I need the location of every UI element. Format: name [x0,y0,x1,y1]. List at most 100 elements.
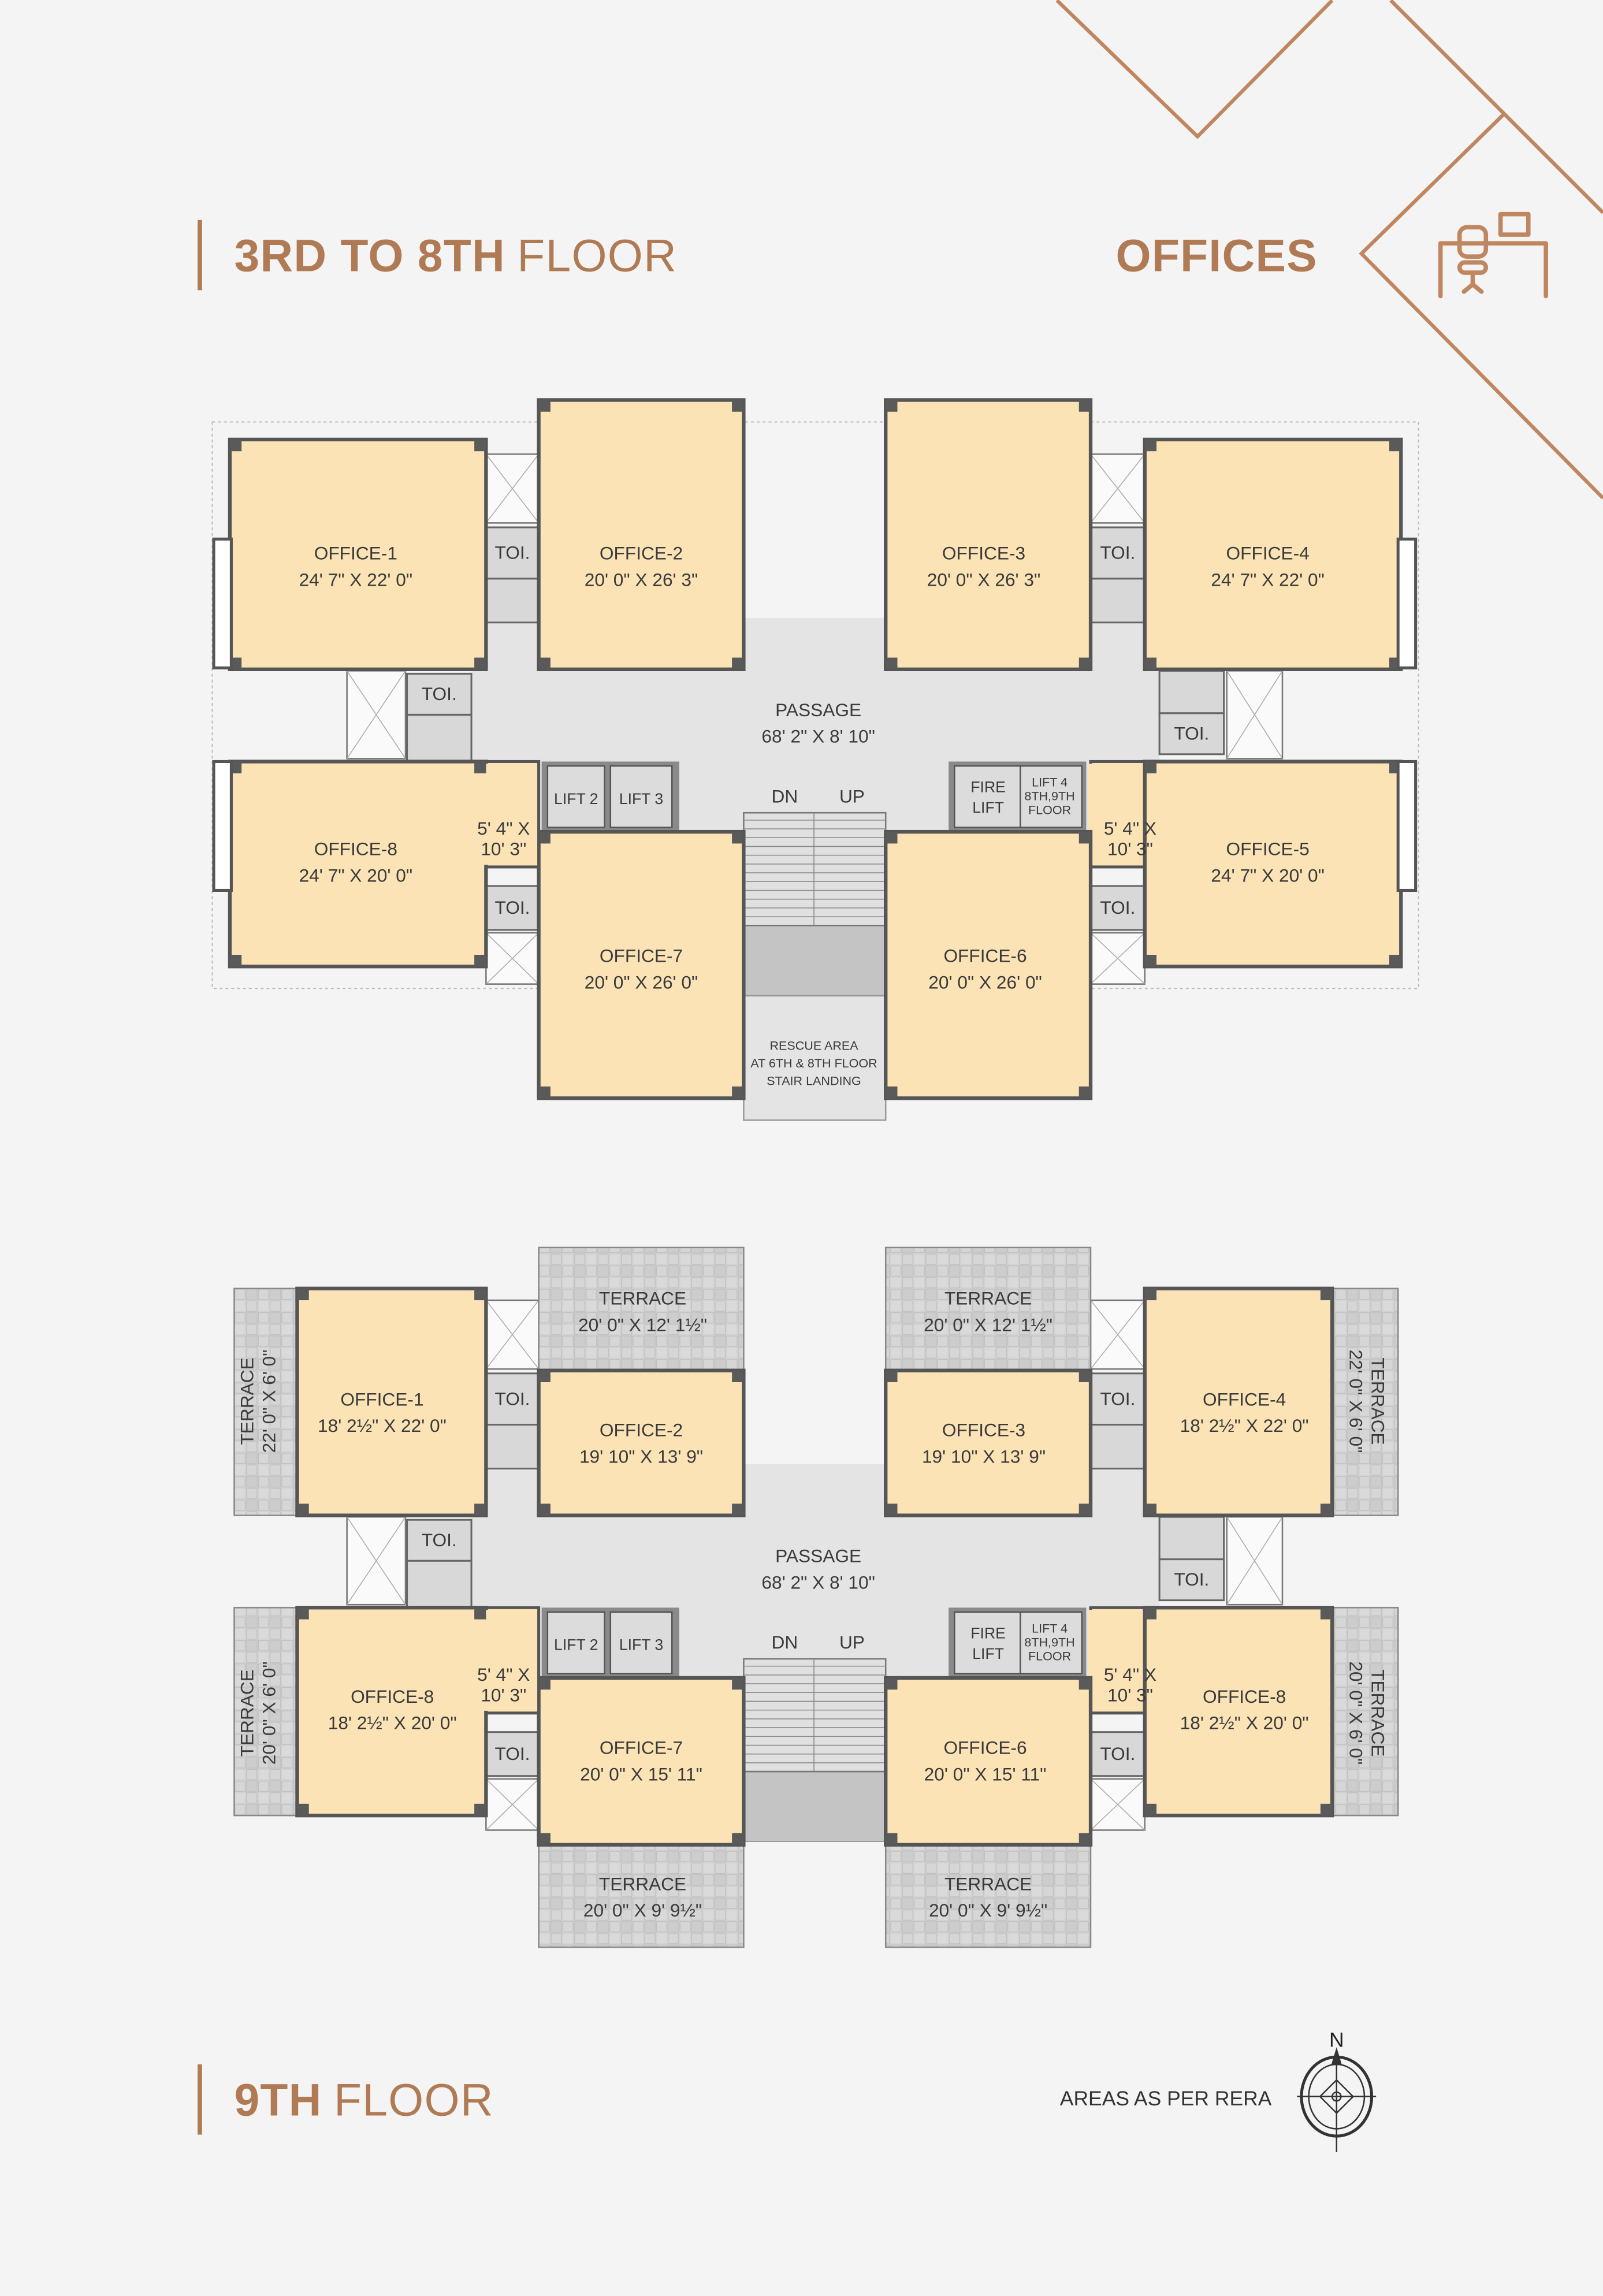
column [1078,400,1091,412]
lift-3 [609,765,673,828]
window [1396,760,1418,892]
terrace-size: 22' 0" X 6' 0" [1346,1349,1367,1453]
column [538,1370,551,1382]
washroom [485,1423,540,1470]
column [474,657,486,669]
column [1320,1504,1333,1516]
column [538,1833,551,1845]
office-name: OFFICE-2 [600,543,683,564]
office-5: OFFICE-818' 2½" X 20' 0"5' 4" X10' 3" [1087,1606,1334,1818]
category-title: OFFICES [1116,230,1318,281]
column [1144,1504,1157,1516]
toilet-label: TOI. [494,1743,530,1764]
column [886,657,898,669]
rescue-area-label: STAIR LANDING [767,1074,861,1088]
column [1144,657,1157,669]
office-7: OFFICE-720' 0" X 26' 0" [537,829,746,1100]
lift-3 [609,1611,673,1674]
office-size: 24' 7" X 22' 0" [299,569,412,590]
fire-lift-label: LIFT [972,1645,1004,1662]
terrace-size: 20' 0" X 12' 1½" [924,1314,1052,1335]
terrace-name: TERRACE [599,1288,686,1309]
column [229,954,242,967]
fire-lift-label: FIRE [970,779,1006,796]
column [732,400,744,412]
office-desk-icon [1438,211,1548,299]
rescue-area [743,995,887,1121]
column [474,761,486,773]
column [229,439,242,452]
column [1144,1288,1157,1301]
column [1320,1288,1333,1301]
washroom [406,713,473,762]
toilet-label: TOI. [1100,1388,1135,1409]
washroom [1158,669,1225,715]
terrace-size: 20' 0" X 6' 0" [1346,1661,1367,1765]
rera-note: AREAS AS PER RERA [1060,2087,1272,2110]
office-size: 19' 10" X 13' 9" [922,1446,1046,1467]
lift-2 [546,1611,605,1674]
office-size: 24' 7" X 22' 0" [1211,569,1325,590]
toilet [1158,1558,1225,1602]
column [1078,1833,1091,1845]
office-8: OFFICE-824' 7" X 20' 0"5' 4" X10' 3" [228,760,541,969]
toilet-label: TOI. [1100,897,1135,918]
office-2: OFFICE-220' 0" X 26' 3" [537,398,746,671]
office-name: OFFICE-2 [600,1420,683,1441]
column [732,1677,744,1690]
column [886,1370,898,1382]
office-6: OFFICE-620' 0" X 15' 11" [884,1676,1093,1847]
passage-size: 68' 2" X 8' 10" [761,726,875,747]
office-5: OFFICE-524' 7" X 20' 0"5' 4" X10' 3" [1087,760,1403,969]
column [1144,1803,1157,1816]
office-name: OFFICE-3 [942,1420,1025,1441]
column [1320,1607,1333,1620]
terrace-size: 22' 0" X 6' 0" [258,1349,279,1453]
column [886,832,898,844]
office-name: OFFICE-6 [943,946,1026,966]
fire-lift-label: FIRE [970,1624,1006,1642]
office-size: 20' 0" X 15' 11" [580,1763,702,1784]
column [297,1607,309,1620]
duct-shaft [1226,670,1284,760]
column [732,1504,744,1516]
toilet-label: TOI. [494,1388,530,1409]
column [732,1833,744,1845]
column [1144,954,1157,967]
toilet-label: TOI. [422,683,457,704]
decorative-lines [1055,0,1603,500]
column [732,1086,744,1099]
toilet-label: TOI. [1100,1743,1135,1764]
column [538,1677,551,1690]
toilet-label: TOI. [494,897,530,918]
terrace-name: TERRACE [236,1357,257,1445]
toilet [406,1519,473,1562]
lift-4 [1020,765,1083,828]
passage-size: 68' 2" X 8' 10" [761,1572,875,1592]
duct-shaft [1226,1516,1284,1606]
column [886,1833,898,1845]
toilet [1089,1372,1146,1426]
stairs-down-label: DN [771,1632,798,1653]
column [732,657,744,669]
column [1078,1086,1091,1099]
duct-shaft [485,1299,540,1370]
office-size: 20' 0" X 26' 0" [928,972,1042,992]
column [538,400,551,412]
column [886,400,898,412]
balcony-outline [211,421,1419,989]
toilet [406,672,473,716]
office-1: OFFICE-118' 2½" X 22' 0" [295,1286,488,1517]
toilet-label: TOI. [1174,723,1209,743]
terrace-name: TERRACE [1368,1669,1389,1757]
toilet-label: TOI. [494,542,530,563]
title-bar-accent [198,219,202,291]
